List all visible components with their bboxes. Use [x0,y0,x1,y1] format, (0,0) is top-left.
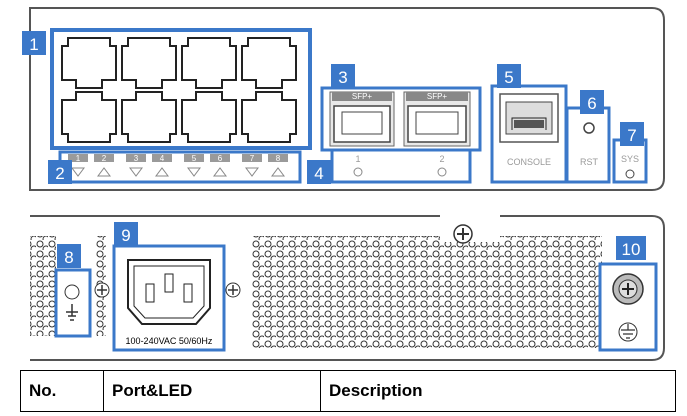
svg-text:1: 1 [29,35,38,54]
console-port[interactable] [499,93,559,143]
sfp-led-number-2: 2 [439,154,444,164]
port-number-7: 7 [250,154,255,163]
rj45-port-3[interactable] [121,37,177,89]
port-led-strip: 1 2 3 4 5 6 7 8 [58,150,302,184]
sfp-led-1 [353,167,363,177]
console-label: CONSOLE [507,157,551,167]
port-led-3-icon [129,167,143,177]
rj45-port-block [50,28,312,150]
port-number-4: 4 [160,154,165,163]
svg-text:8: 8 [64,248,73,267]
port-number-bg [242,154,262,162]
sys-led [625,169,635,179]
earth-ground-icon [618,322,638,342]
rj45-port-1[interactable] [61,37,117,89]
rj45-port-8[interactable] [241,91,297,143]
svg-text:10: 10 [622,240,641,259]
port-number-bg [210,154,230,162]
sfp-port-block: SFP+ SFP+ [320,86,482,152]
callout-3: 3 [331,64,355,88]
rj45-port-7[interactable] [241,37,297,89]
rj45-port-4[interactable] [121,91,177,143]
sfp-port-1[interactable]: SFP+ [329,91,395,147]
port-number-bg [126,154,146,162]
port-led-5-icon [187,167,201,177]
port-number-3: 3 [134,154,139,163]
vent-grille-left [30,236,56,336]
sfp-led-block: 1 2 [330,148,472,184]
column-header-port-led: Port&LED [103,370,321,412]
svg-text:9: 9 [121,226,130,245]
port-led-6-icon [213,167,227,177]
callout-5: 5 [497,64,521,88]
callout-7: 7 [620,122,644,146]
callout-1: 1 [22,31,46,55]
column-header-no: No. [20,370,104,412]
ground-port-block [54,268,92,338]
port-number-2: 2 [102,154,107,163]
column-header-description: Description [320,370,676,412]
port-led-8-icon [271,167,285,177]
callout-6: 6 [580,90,604,114]
rj45-port-2[interactable] [61,91,117,143]
power-rating-label: 100-240VAC 50/60Hz [126,336,213,346]
port-led-1-icon [71,167,85,177]
svg-text:7: 7 [627,126,636,145]
svg-text:3: 3 [338,68,347,87]
port-led-7-icon [245,167,259,177]
console-port-block: CONSOLE [490,84,568,184]
sfp-led-number-1: 1 [355,154,360,164]
sys-label: SYS [621,154,639,164]
vent-grille-main [252,236,602,348]
rear-panel: 100-240VAC 50/60Hz 8 9 10 [30,214,665,361]
sfp-led-2 [437,167,447,177]
sfp-port-2[interactable]: SFP+ [403,91,471,147]
ground-terminal-block [598,262,658,352]
svg-text:6: 6 [587,94,596,113]
ground-hole [64,284,80,300]
port-number-bg [94,154,114,162]
port-number-bg [184,154,204,162]
sfp-label-2: SFP+ [427,92,448,101]
sfp-label-1: SFP+ [352,92,373,101]
callout-9: 9 [114,222,138,246]
rst-label: RST [580,157,599,167]
front-panel: 1 2 3 4 5 6 7 8 SFP+ SFP+ 1 2 [22,7,665,191]
power-inlet[interactable] [127,259,211,325]
port-number-bg [152,154,172,162]
ground-symbol-icon [66,304,78,321]
svg-text:5: 5 [504,68,513,87]
port-number-bg [268,154,288,162]
port-number-1: 1 [76,154,81,163]
callout-2: 2 [48,160,72,184]
port-led-4-icon [155,167,169,177]
port-number-8: 8 [276,154,281,163]
rj45-port-5[interactable] [181,37,237,89]
callout-10: 10 [616,236,646,260]
sys-led-block: SYS [612,138,648,184]
port-number-bg [68,154,88,162]
svg-text:4: 4 [314,164,323,183]
rj45-port-6[interactable] [181,91,237,143]
port-description-table: No. Port&LED Description [20,370,676,412]
reset-block: RST [565,106,611,184]
power-inlet-block: 100-240VAC 50/60Hz [112,244,226,352]
callout-8: 8 [57,244,81,268]
table-header-row: No. Port&LED Description [20,370,676,412]
port-number-6: 6 [218,154,223,163]
callout-4: 4 [307,160,331,184]
port-led-2-icon [97,167,111,177]
port-number-5: 5 [192,154,197,163]
reset-button[interactable] [583,122,595,134]
svg-text:2: 2 [55,164,64,183]
